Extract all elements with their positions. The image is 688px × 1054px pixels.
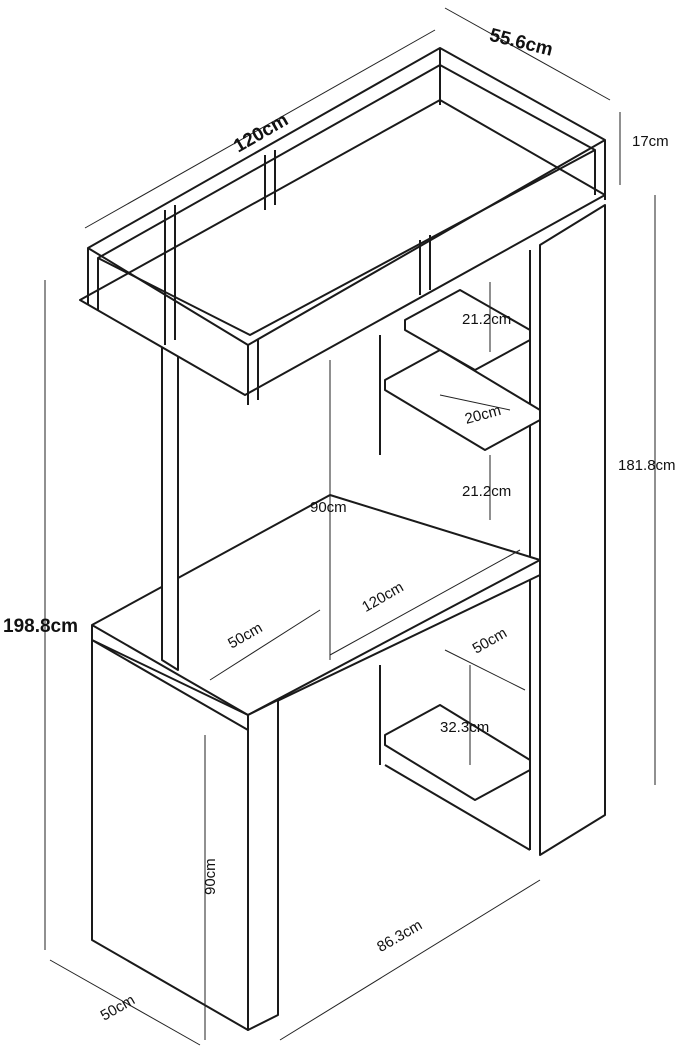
label-top-frame-height: 17cm: [632, 133, 669, 150]
label-desk-height: 90cm: [202, 858, 219, 895]
label-pedestal-depth: 50cm: [98, 991, 138, 1024]
label-lower-shelf-depth: 50cm: [470, 624, 510, 657]
label-hutch-height: 90cm: [310, 499, 347, 516]
dimension-lines: [44, 7, 656, 1046]
top-frame: [79, 47, 606, 405]
label-shelf-gap-lower: 21.2cm: [462, 483, 511, 500]
label-total-height: 198.8cm: [3, 616, 78, 637]
label-lower-shelf-gap: 32.3cm: [440, 719, 489, 736]
label-tower-height: 181.8cm: [618, 457, 676, 474]
label-shelf-gap-upper: 21.2cm: [462, 311, 511, 328]
left-pedestal: [91, 639, 279, 1031]
hutch-post: [161, 319, 179, 671]
label-top-depth: 55.6cm: [487, 25, 555, 61]
label-knee-width: 86.3cm: [374, 917, 425, 956]
right-tower: [529, 204, 606, 856]
